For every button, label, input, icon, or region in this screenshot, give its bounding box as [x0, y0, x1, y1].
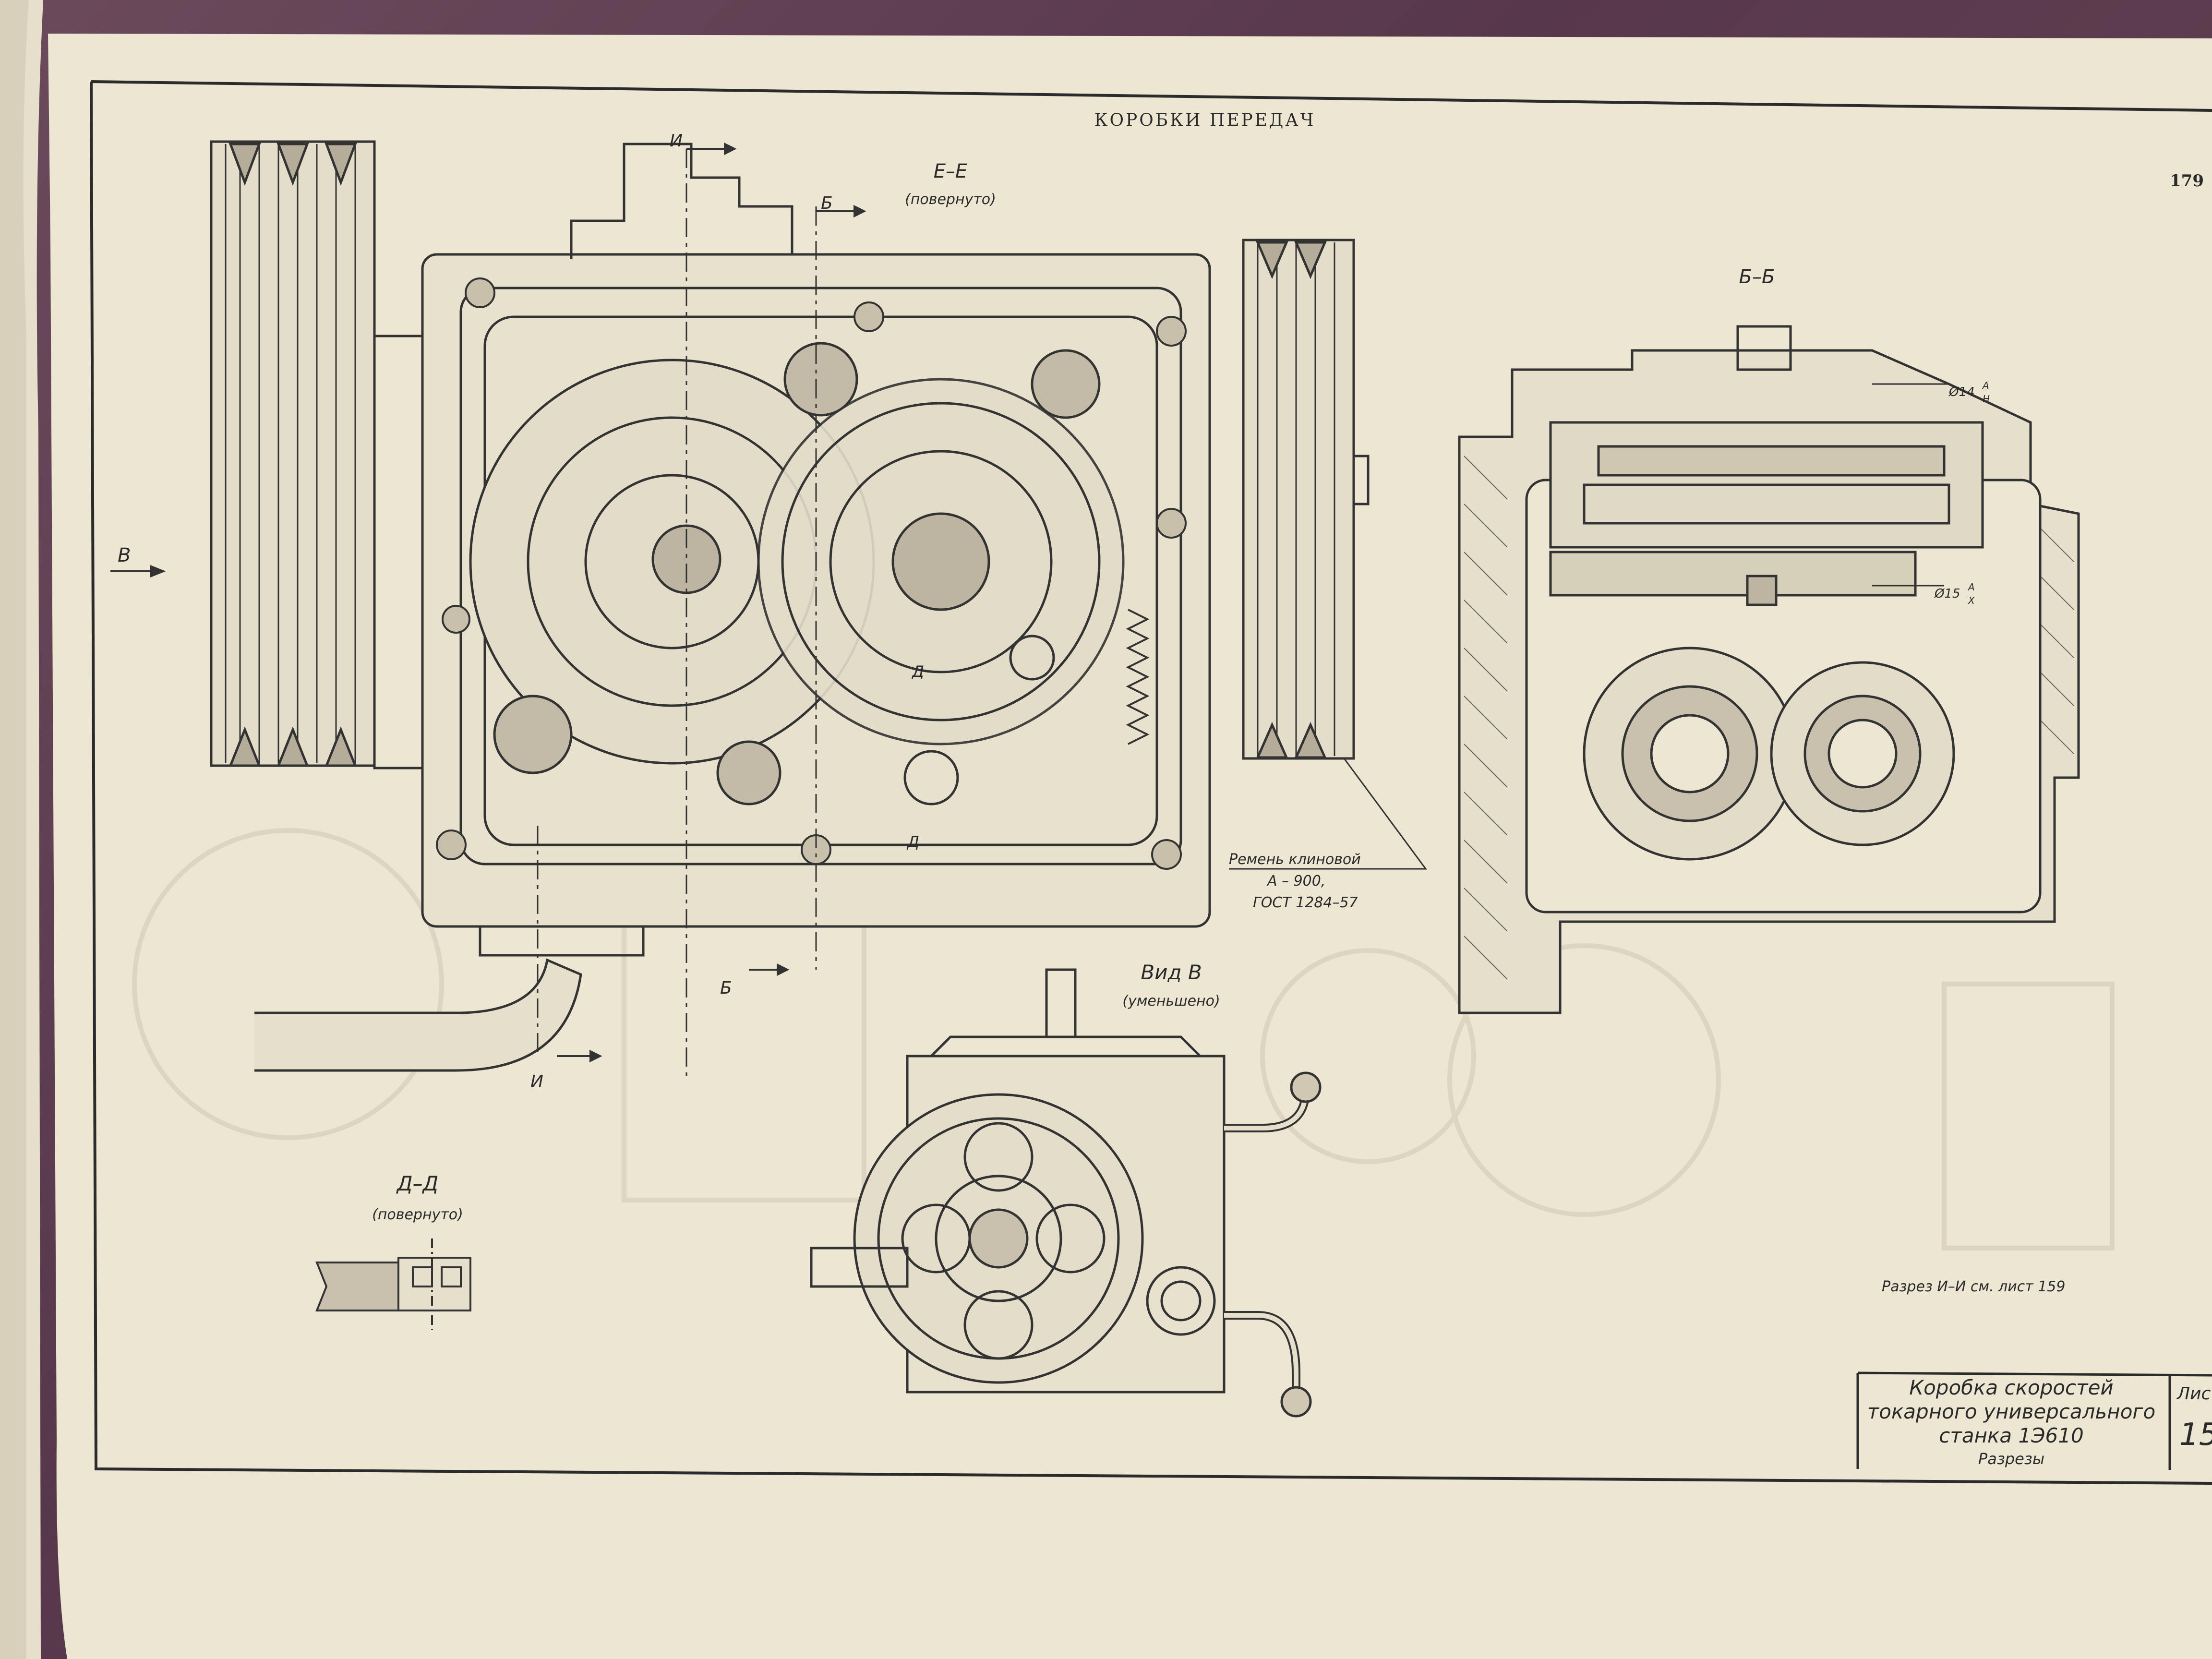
title-block-line4: Разрезы [1978, 1450, 2044, 1468]
drawing-frame [90, 80, 2212, 1485]
view-dd-drawing [315, 1238, 471, 1330]
dim-dia15-fit-bottom: Х [1968, 595, 1975, 606]
view-ee-drawing [110, 140, 1427, 1080]
title-block-line1: Коробка скоростей [1909, 1376, 2113, 1399]
belt-callout-line1: Ремень клиновой [1229, 851, 1361, 868]
title-block-frame [1856, 1371, 2212, 1470]
marker-d-top: Д [911, 662, 924, 681]
spring [1126, 609, 1150, 745]
section-title: КОРОБКИ ПЕРЕДАЧ [1094, 110, 1316, 130]
view-bb-title: Б–Б [1739, 266, 1775, 288]
title-block-line2: токарного универсального [1867, 1400, 2155, 1423]
belt-callout-line3: ГОСТ 1284–57 [1253, 894, 1358, 911]
marker-b-top: Б [821, 193, 833, 213]
title-block-sheet-label: Лис [2176, 1384, 2211, 1404]
oil-pipe [254, 958, 582, 1072]
view-ee-note: (повернуто) [905, 191, 996, 208]
right-pulley [1242, 239, 1355, 760]
marker-i-bottom: И [530, 1072, 543, 1092]
view-dd-title: Д–Д [396, 1172, 439, 1195]
left-pulley [210, 140, 376, 767]
dim-dia14-fit-bottom: Н [1983, 393, 1990, 405]
view-v-drawing [810, 968, 1322, 1418]
marker-d-bottom: Д [906, 833, 919, 851]
title-block-line3: станка 1Э610 [1939, 1424, 2083, 1447]
marker-i-top: И [670, 131, 683, 151]
marker-b-bottom: Б [720, 978, 732, 998]
belt-callout-leader [1229, 758, 1427, 870]
view-bb-drawing [1458, 325, 2080, 1014]
view-dd-note: (повернуто) [372, 1206, 463, 1223]
dim-dia15: Ø15 [1934, 587, 1960, 601]
view-ee-title: Е–Е [934, 160, 968, 182]
view-v-note: (уменьшено) [1122, 993, 1220, 1010]
title-block-sheet-number: 15 [2179, 1417, 2212, 1453]
dim-dia14: Ø14 [1948, 385, 1975, 399]
dim-dia15-fit-top: А [1967, 581, 1975, 593]
view-v-title: Вид В [1141, 961, 1202, 984]
page-number: 179 [2170, 171, 2204, 191]
section-reference: Разрез И–И см. лист 159 [1882, 1278, 2065, 1295]
belt-callout-line2: А – 900, [1266, 873, 1325, 890]
dim-dia14-fit-top: А [1982, 380, 1989, 391]
marker-v-arrow: В [118, 544, 131, 566]
